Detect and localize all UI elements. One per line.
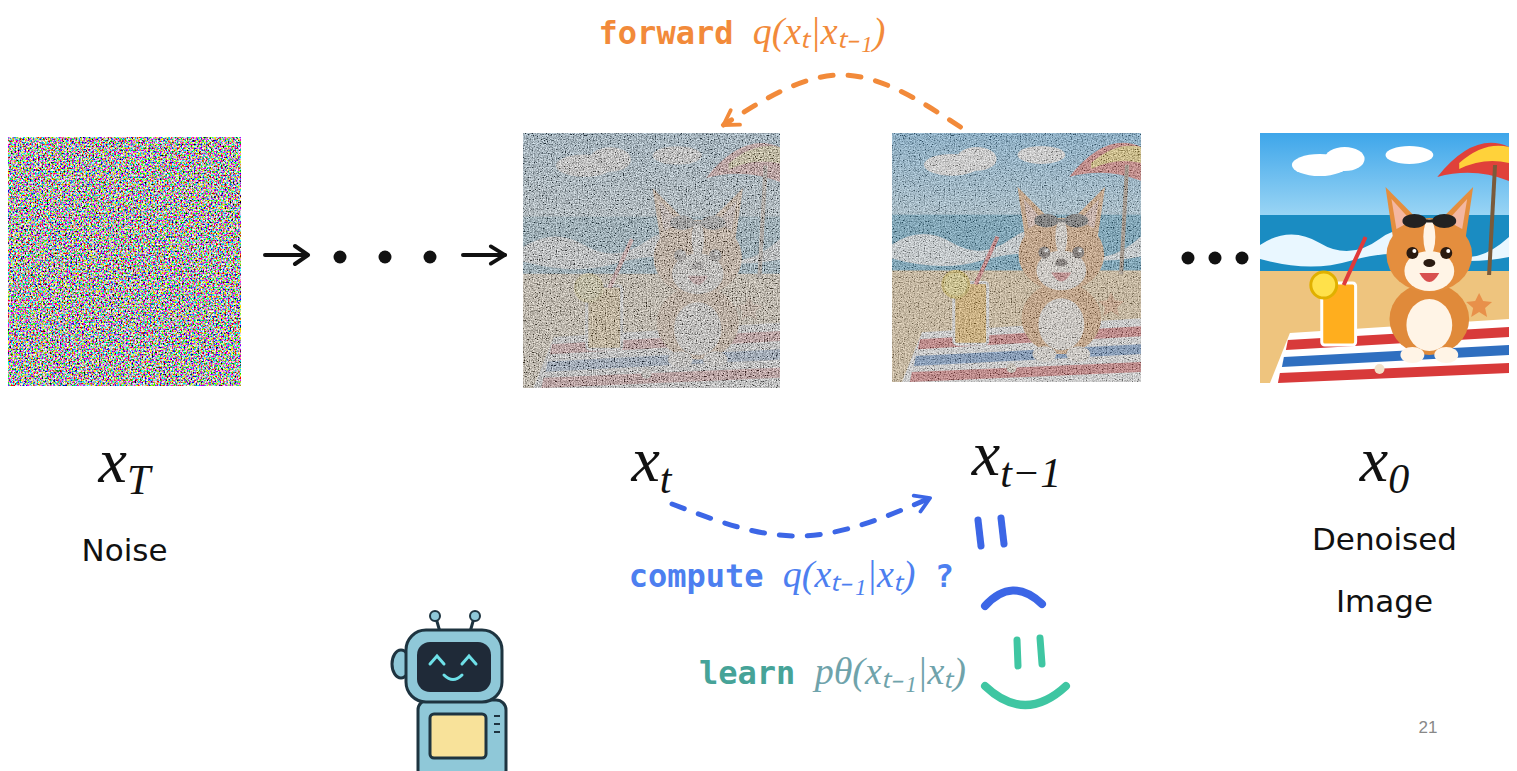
variable-subscript: T — [127, 457, 150, 503]
ellipsis-dot — [1236, 252, 1249, 265]
less-noisy-image — [892, 133, 1141, 382]
variable-subscript: t — [660, 456, 672, 502]
learn-label: learn pθ(xₜ₋₁|xₜ) — [695, 647, 970, 703]
edge-label: compute q(xₜ₋₁|xₜ) ? — [625, 550, 958, 606]
diffusion-step: xt — [523, 133, 780, 500]
diffusion-step: xt−1 — [892, 133, 1141, 494]
ellipsis-dot — [334, 251, 347, 264]
sad-face — [978, 518, 1042, 606]
transition-arrow — [265, 253, 505, 257]
label-keyword: learn — [699, 654, 815, 692]
transition-arrow — [672, 498, 930, 536]
diffusion-step: xT Noise — [8, 137, 241, 581]
variable-label: xt — [523, 426, 780, 500]
variable-symbol: x — [99, 425, 127, 496]
variable-subscript: 0 — [1388, 456, 1409, 502]
ellipsis-dot — [424, 251, 437, 264]
edge-label: forward q(xₜ|xₜ₋₁) — [595, 7, 890, 63]
variable-symbol: x — [1360, 424, 1388, 495]
ellipsis-dot — [1182, 252, 1195, 265]
ellipsis-dot — [1209, 252, 1222, 265]
label-mark: ? — [915, 557, 954, 595]
noise-image — [8, 137, 241, 386]
step-caption: Denoised Image — [1300, 508, 1470, 632]
diffusion-step: x0Denoised Image — [1260, 133, 1509, 632]
label-formula: pθ(xₜ₋₁|xₜ) — [815, 650, 966, 692]
robot-mascot — [392, 611, 506, 771]
variable-label: x0 — [1260, 426, 1509, 500]
noisy-image — [523, 133, 780, 388]
page-number: 21 — [1415, 717, 1442, 739]
label-formula: q(xₜ₋₁|xₜ) — [783, 553, 916, 595]
transition-arrow — [723, 75, 960, 127]
variable-subscript: t−1 — [1000, 450, 1061, 496]
label-formula: q(xₜ|xₜ₋₁) — [753, 10, 886, 52]
step-caption: Noise — [25, 519, 225, 581]
happy-face — [985, 638, 1066, 705]
ellipsis-dot — [379, 251, 392, 264]
label-keyword: forward — [599, 14, 753, 52]
variable-label: xt−1 — [892, 420, 1141, 494]
label-keyword: compute — [629, 557, 783, 595]
variable-label: xT — [8, 427, 241, 501]
variable-symbol: x — [972, 418, 1000, 489]
clean-image — [1260, 133, 1509, 383]
variable-symbol: x — [631, 424, 659, 495]
